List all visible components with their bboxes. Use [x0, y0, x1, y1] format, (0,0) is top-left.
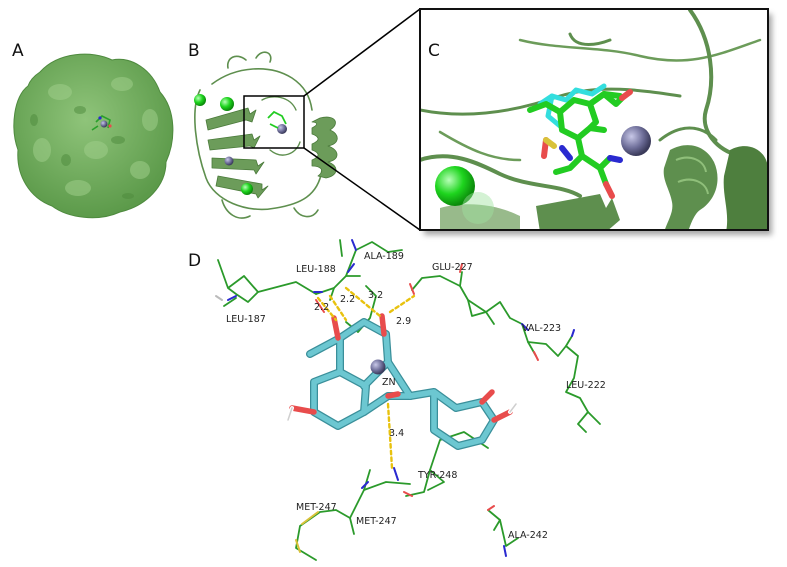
distance-label: 3.2 — [368, 290, 383, 301]
residue-label: VAL-223 — [522, 323, 561, 334]
residue-heteroatoms — [215, 239, 575, 557]
residue-label: LEU-187 — [226, 314, 266, 325]
residue-label: TYR-248 — [417, 470, 457, 481]
distance-label: 3.4 — [389, 428, 404, 439]
residue-label: GLU-227 — [432, 262, 473, 273]
calcium-ion — [194, 94, 206, 106]
residue-label: LEU-188 — [296, 264, 336, 275]
distance-label: 2.2 — [314, 302, 329, 313]
calcium-ion — [435, 166, 475, 206]
protein-surface — [13, 53, 174, 219]
zinc-ion — [621, 126, 651, 156]
panel-label-b: B — [188, 41, 200, 61]
hydrogen-bonds — [316, 286, 416, 470]
residue-label: ALA-242 — [508, 530, 548, 541]
panel-c-ligand — [522, 83, 633, 199]
zinc-label: ZN — [382, 377, 396, 388]
distance-label: 2.9 — [396, 316, 411, 327]
zinc-ion — [277, 124, 287, 134]
calcium-ion — [241, 183, 253, 195]
panel-c-content — [420, 9, 768, 230]
distance-label: 2.2 — [340, 294, 355, 305]
ligand-sticks — [286, 313, 518, 450]
zoom-box — [243, 95, 305, 149]
zinc-ion — [224, 156, 234, 166]
residue-label: MET-247 — [296, 502, 337, 513]
residue-label: LEU-222 — [566, 380, 606, 391]
residue-sticks — [217, 239, 601, 561]
zinc-ion — [370, 359, 386, 375]
calcium-ion — [220, 97, 234, 111]
residue-label: MET-247 — [356, 516, 397, 527]
panel-label-d: D — [188, 251, 201, 271]
zoom-line — [303, 147, 421, 231]
protein-cartoon — [194, 51, 338, 219]
residue-label: ALA-189 — [364, 251, 404, 262]
zoom-line — [303, 8, 421, 97]
panel-label-a: A — [12, 41, 24, 61]
panel-label-c: C — [428, 41, 440, 61]
panel-b-ions — [194, 94, 287, 195]
panel-b-ligand — [267, 110, 287, 129]
